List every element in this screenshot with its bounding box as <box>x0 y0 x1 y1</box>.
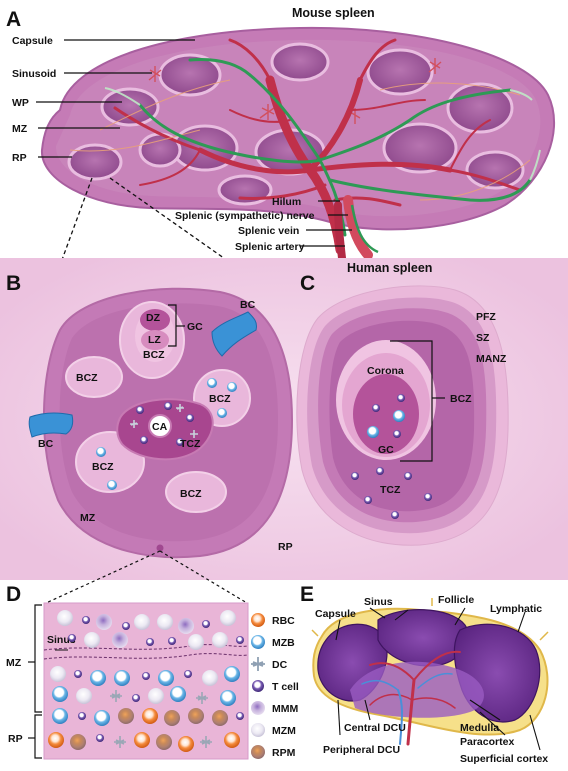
label-bc-left: BC <box>38 438 54 450</box>
panel-a-title: Mouse spleen <box>292 6 375 20</box>
label-bcz-right: BCZ <box>209 393 231 405</box>
panel-c-title: Human spleen <box>347 261 432 275</box>
label-rp-d: RP <box>8 733 23 745</box>
legend-dc-swatch <box>251 657 265 671</box>
panel-b: B <box>6 272 294 559</box>
legend-mzm-swatch <box>251 723 265 737</box>
label-bcz-top: BCZ <box>143 349 165 361</box>
legend-rpm-swatch <box>251 745 265 759</box>
blood-capillary-top <box>211 311 257 357</box>
label-rp-b: RP <box>278 541 293 553</box>
panel-c: C Human spleen <box>296 261 509 546</box>
label-paracortex: Paracortex <box>460 736 514 748</box>
label-mz-b: MZ <box>80 512 96 524</box>
label-capsule-e: Capsule <box>315 608 356 620</box>
label-tcz-human: TCZ <box>380 484 401 496</box>
white-pulp-follicles <box>67 42 525 206</box>
label-superficial-cortex: Superficial cortex <box>460 753 548 765</box>
panel-a-letter: A <box>6 8 21 31</box>
label-tcz: TCZ <box>180 438 201 450</box>
legend-mmm-label: MMM <box>272 703 298 715</box>
label-medulla: Medulla <box>460 722 499 734</box>
panel-d: D MZ Sinus RP <box>6 583 299 760</box>
label-wp: WP <box>12 97 29 109</box>
label-rp: RP <box>12 152 27 164</box>
label-follicle: Follicle <box>438 594 474 606</box>
label-mz: MZ <box>12 123 28 135</box>
cell-legend: RBC MZB DC T cell MMM MZM RPM <box>251 613 299 759</box>
panel-a: A Mouse spleen <box>6 6 556 299</box>
label-manz: MANZ <box>476 353 507 365</box>
legend-mzb-label: MZB <box>272 637 295 649</box>
label-bcz-human: BCZ <box>450 393 472 405</box>
label-central-dcu: Central DCU <box>344 722 406 734</box>
human-tcz-cells <box>351 467 432 519</box>
lymph-node-vessels <box>361 650 461 746</box>
label-gc: GC <box>187 321 203 333</box>
central-arteriole <box>148 414 172 438</box>
legend-rbc-label: RBC <box>272 615 295 627</box>
tcz-cells <box>130 402 198 446</box>
label-bcz-bottom: BCZ <box>180 488 202 500</box>
label-peripheral-dcu: Peripheral DCU <box>323 744 400 756</box>
label-capsule: Capsule <box>12 35 53 47</box>
sinusoids <box>148 58 442 124</box>
panel-d-letter: D <box>6 583 21 606</box>
label-dz: DZ <box>146 312 161 324</box>
splenic-vein <box>343 195 373 260</box>
label-mz-d: MZ <box>6 657 22 669</box>
legend-rbc-swatch <box>251 613 265 627</box>
label-lz: LZ <box>148 334 161 346</box>
label-nerve: Splenic (sympathetic) nerve <box>175 210 315 222</box>
label-sinusoid: Sinusoid <box>12 68 56 80</box>
legend-rpm-label: RPM <box>272 747 296 759</box>
label-vein: Splenic vein <box>238 225 299 237</box>
panel-c-letter: C <box>300 272 315 295</box>
bcz-cells <box>96 378 237 490</box>
panel-e-letter: E <box>300 583 314 606</box>
label-bc-top: BC <box>240 299 256 311</box>
label-bcz-lowleft: BCZ <box>92 461 114 473</box>
label-sinus-e: Sinus <box>364 596 393 608</box>
legend-tcell-swatch <box>252 680 264 692</box>
germinal-center-human <box>353 374 419 454</box>
legend-dc-label: DC <box>272 659 288 671</box>
label-bcz-left: BCZ <box>76 372 98 384</box>
legend-mmm-swatch <box>251 701 265 715</box>
label-sz: SZ <box>476 332 490 344</box>
legend-mzb-swatch <box>251 635 265 649</box>
label-ca: CA <box>152 421 168 433</box>
label-lymphatic: Lymphatic <box>490 603 542 615</box>
label-hilum: Hilum <box>272 196 301 208</box>
human-gc-cells <box>367 394 405 438</box>
germinal-center-lz <box>141 330 169 350</box>
panel-e: E <box>300 583 549 765</box>
label-pfz: PFZ <box>476 311 496 323</box>
panel-d-cells <box>48 610 244 752</box>
label-corona: Corona <box>367 365 404 377</box>
label-artery: Splenic artery <box>235 241 305 253</box>
legend-mzm-label: MZM <box>272 725 296 737</box>
label-gc-human: GC <box>378 444 394 456</box>
panel-b-letter: B <box>6 272 21 295</box>
germinal-center-dz <box>140 309 170 331</box>
legend-tcell-label: T cell <box>272 681 299 693</box>
